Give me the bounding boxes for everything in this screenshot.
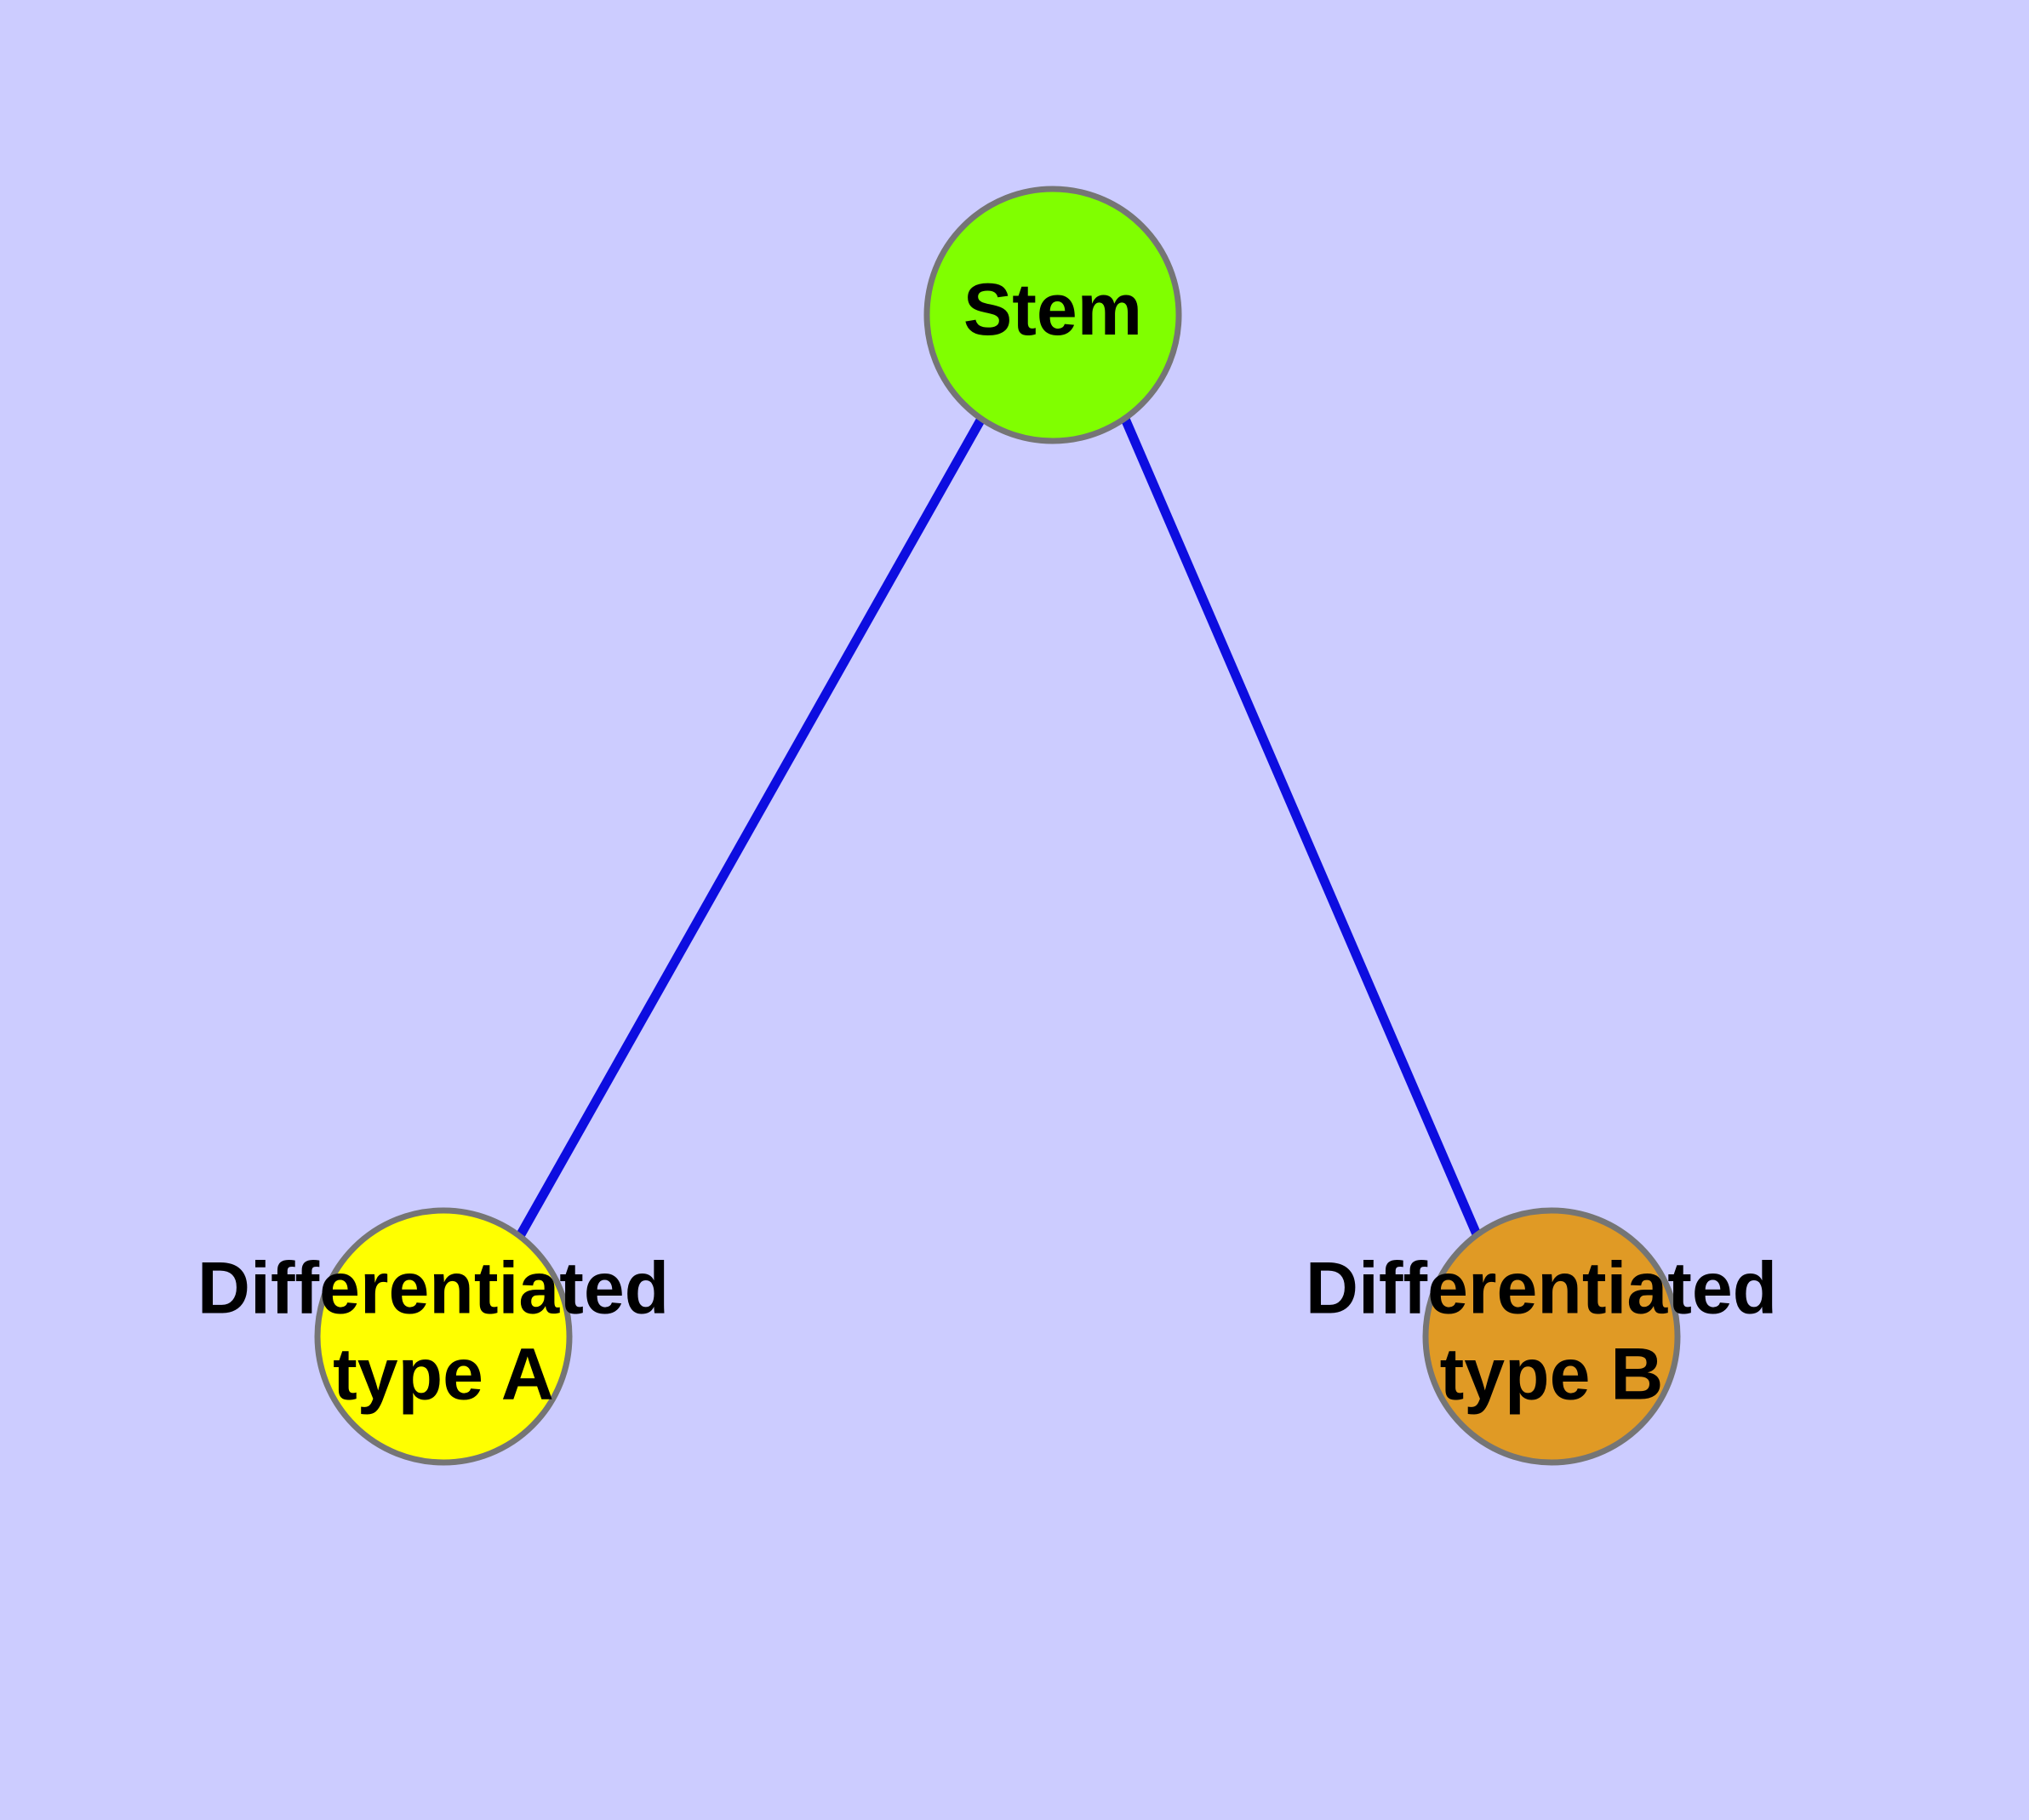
- nodes-layer: Stem Differentiated type A Differentiate…: [197, 186, 1798, 1466]
- node-differentiated-type-b-label-line-1: Differentiated: [1306, 1247, 1777, 1329]
- node-stem-label-line-1: Stem: [963, 269, 1142, 351]
- node-differentiated-type-a-label-line-2: type A: [333, 1333, 554, 1415]
- node-stem[interactable]: Stem: [923, 186, 1182, 444]
- node-differentiated-type-b-circle[interactable]: [1422, 1207, 1681, 1466]
- edge-stem-to-differentiated-type-a[interactable]: [517, 416, 986, 1237]
- node-differentiated-type-b[interactable]: Differentiated type B: [1306, 1207, 1798, 1466]
- edges-layer: [517, 416, 1482, 1237]
- node-differentiated-type-a-circle[interactable]: [314, 1207, 573, 1466]
- node-differentiated-type-b-label: Differentiated type B: [1306, 1247, 1798, 1415]
- edge-stem-to-differentiated-type-b[interactable]: [1120, 416, 1482, 1237]
- node-differentiated-type-b-label-line-2: type B: [1440, 1333, 1664, 1415]
- node-differentiated-type-a-label-line-1: Differentiated: [197, 1247, 669, 1329]
- node-stem-circle[interactable]: [923, 186, 1182, 444]
- node-differentiated-type-a-label: Differentiated type A: [197, 1247, 689, 1415]
- node-differentiated-type-a[interactable]: Differentiated type A: [197, 1207, 689, 1466]
- node-stem-label: Stem: [963, 269, 1142, 351]
